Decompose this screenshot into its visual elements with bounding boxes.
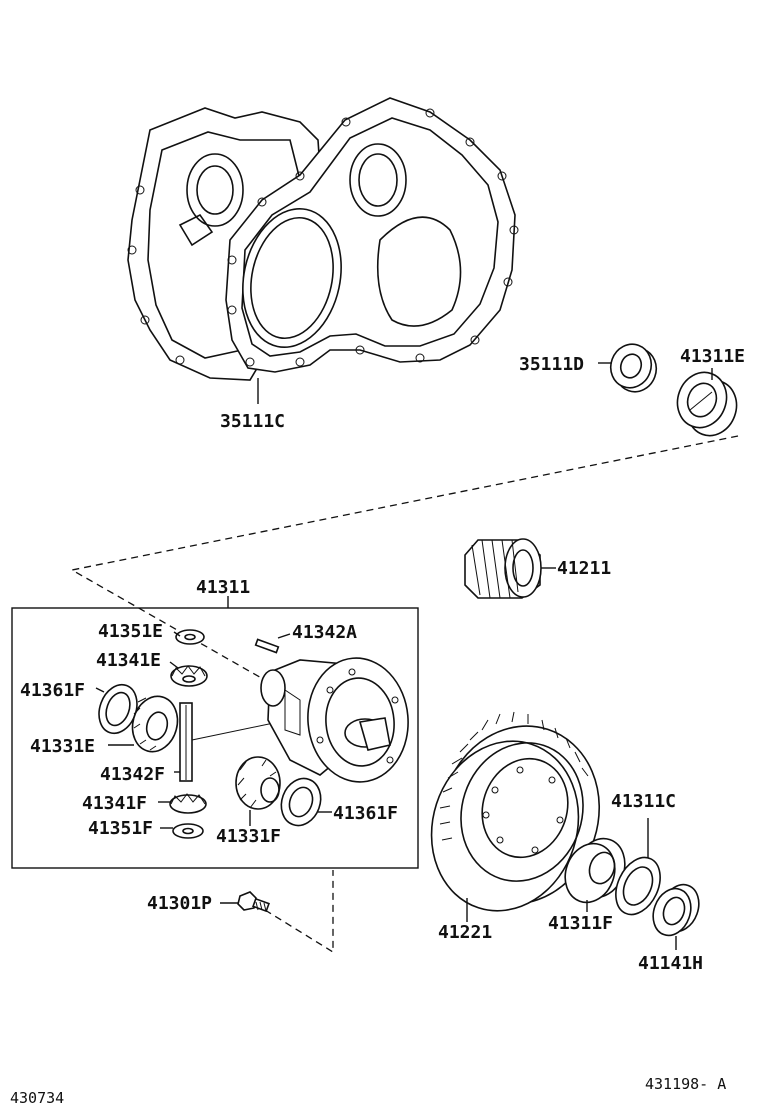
side-gear-41331e <box>108 695 179 753</box>
thrust-washer-41351e <box>173 629 205 645</box>
label-41361f-left: 41361F <box>20 680 85 701</box>
thrust-washer-41351f <box>160 823 204 839</box>
seal-41141h <box>652 883 700 950</box>
pinion-gear-41341e <box>169 661 208 687</box>
label-41341e: 41341E <box>96 650 161 671</box>
label-41351e: 41351E <box>98 621 163 642</box>
bearing-41311f <box>564 837 626 912</box>
oil-seal-35111d <box>598 343 658 393</box>
label-41351f: 41351F <box>88 818 153 839</box>
label-41331e: 41331E <box>30 736 95 757</box>
assembly-line-lower <box>264 870 334 954</box>
bearing-41311e <box>676 368 738 437</box>
side-gear-41331f <box>235 756 281 826</box>
shim-41311c <box>615 818 661 916</box>
label-41342f: 41342F <box>100 764 165 785</box>
differential-case-group-box <box>11 607 419 869</box>
label-41342a: 41342A <box>292 622 357 643</box>
label-41331f: 41331F <box>216 826 281 847</box>
label-41361f-right: 41361F <box>333 803 398 824</box>
transaxle-housing <box>127 97 519 404</box>
pin-41342a <box>254 633 291 654</box>
label-41341f: 41341F <box>82 793 147 814</box>
label-35111d: 35111D <box>519 354 584 375</box>
label-35111c: 35111C <box>220 411 285 432</box>
differential-case <box>260 657 409 783</box>
label-41141h: 41141H <box>638 953 703 974</box>
footer-code-left: 430734 <box>10 1089 64 1107</box>
label-41311: 41311 <box>196 577 250 598</box>
label-41311c: 41311C <box>611 791 676 812</box>
label-41311f: 41311F <box>548 913 613 934</box>
pinion-gear-41341f <box>158 793 207 814</box>
label-41311e: 41311E <box>680 346 745 367</box>
label-41221: 41221 <box>438 922 492 943</box>
footer-code-right: 431198- A <box>645 1075 726 1093</box>
washer-41361f-right <box>280 777 332 827</box>
label-41211: 41211 <box>557 558 611 579</box>
bolt-41301p <box>220 891 270 913</box>
assembly-line-upper <box>70 435 739 721</box>
drive-pinion-gear-41211 <box>464 538 556 599</box>
ring-gear-41221 <box>430 711 601 922</box>
label-41301p: 41301P <box>147 893 212 914</box>
